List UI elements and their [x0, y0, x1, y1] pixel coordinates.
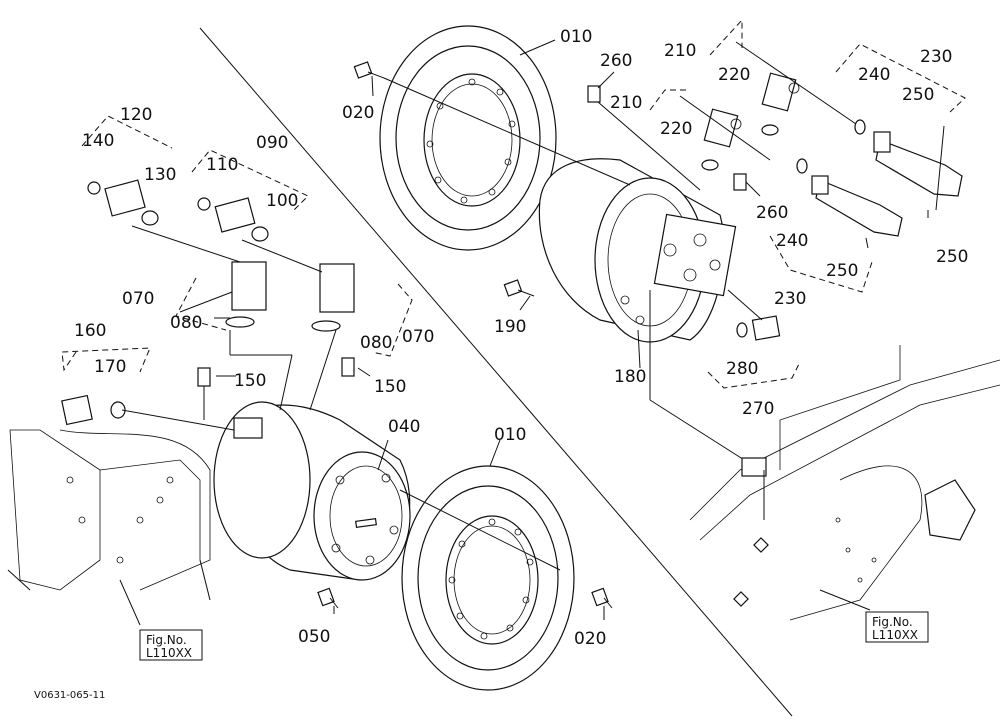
track-frame-left: [7, 429, 211, 591]
label-210-mid: 210: [610, 93, 642, 113]
label-010-lower: 010: [494, 425, 526, 445]
fitting-260b: [733, 173, 747, 191]
sprocket-010-upper: [379, 25, 557, 251]
leader-lines-upper: [371, 39, 945, 471]
bracket-210b: [709, 18, 743, 56]
section-divider: [199, 27, 793, 717]
label-260-upper: 260: [600, 51, 632, 71]
label-250-right: 250: [936, 247, 968, 267]
label-220-upper: 220: [718, 65, 750, 85]
bolt-050: [317, 587, 339, 609]
label-100: 100: [266, 191, 298, 211]
bracket-160: [61, 347, 151, 373]
bracket-090: [191, 149, 309, 211]
pipe-230a: [811, 175, 903, 237]
label-250-mid: 250: [826, 261, 858, 281]
label-050: 050: [298, 627, 330, 647]
sprocket-010-lower: [401, 465, 575, 691]
fig-ref-right-code: L110XX: [872, 628, 918, 642]
label-190: 190: [494, 317, 526, 337]
bracket-210a: [649, 89, 690, 111]
valve-070a: [225, 261, 267, 328]
o-ring-240b: [854, 119, 866, 135]
label-120: 120: [120, 105, 152, 125]
fig-ref-left-code: L110XX: [146, 646, 192, 660]
fig-ref-left-label: Fig.No.: [146, 633, 187, 647]
fig-ref-box-left: [139, 629, 203, 661]
fitting-260a: [587, 85, 601, 103]
track-frame-right: [689, 345, 1000, 621]
o-ring-220a: [701, 159, 719, 171]
bracket-070b: [371, 283, 413, 357]
label-020-lower: 020: [574, 629, 606, 649]
fitting-150b: [341, 357, 355, 377]
bracket-230b: [835, 43, 966, 113]
travel-motor-180: [538, 158, 737, 343]
label-090: 090: [256, 133, 288, 153]
bracket-270: [707, 361, 801, 389]
document-code: V0631-065-11: [34, 690, 105, 701]
label-020-upper: 020: [342, 103, 374, 123]
elbow-280: [736, 315, 781, 341]
fig-ref-box-right: [865, 611, 929, 643]
bracket-070a: [175, 277, 227, 331]
label-070-left: 070: [122, 289, 154, 309]
label-160: 160: [74, 321, 106, 341]
bolt-190: [503, 279, 535, 297]
label-140: 140: [82, 131, 114, 151]
label-230-upper: 230: [920, 47, 952, 67]
leader-lines-lower: [119, 225, 605, 626]
label-080-right: 080: [360, 333, 392, 353]
label-070-right: 070: [402, 327, 434, 347]
label-170: 170: [94, 357, 126, 377]
elbow-210a: [703, 108, 742, 148]
o-ring-240a: [796, 158, 808, 174]
label-150-left: 150: [234, 371, 266, 391]
travel-motor-040: [213, 401, 411, 581]
label-080-left: 080: [170, 313, 202, 333]
label-260-mid: 260: [756, 203, 788, 223]
bracket-230a: [769, 235, 873, 293]
label-010-upper: 010: [560, 27, 592, 47]
bolt-020-lower: [591, 587, 613, 609]
label-250-upper: 250: [902, 85, 934, 105]
fitting-150a: [197, 367, 211, 387]
label-230-mid: 230: [774, 289, 806, 309]
fitting-090: [197, 197, 269, 242]
bolt-020-upper: [353, 61, 385, 79]
label-280: 280: [726, 359, 758, 379]
pipe-230b: [873, 131, 963, 197]
label-130: 130: [144, 165, 176, 185]
elbow-210b: [761, 72, 800, 112]
label-150-right: 150: [374, 377, 406, 397]
valve-070b: [311, 263, 355, 332]
elbow-160: [61, 394, 126, 426]
label-040: 040: [388, 417, 420, 437]
label-220-mid: 220: [660, 119, 692, 139]
fitting-120: [87, 179, 159, 226]
label-240-mid: 240: [776, 231, 808, 251]
label-240-upper: 240: [858, 65, 890, 85]
label-210-upper: 210: [664, 41, 696, 61]
bracket-120: [81, 115, 173, 149]
label-180: 180: [614, 367, 646, 387]
o-ring-220b: [761, 124, 779, 136]
label-110: 110: [206, 155, 238, 175]
fig-ref-right-label: Fig.No.: [872, 615, 913, 629]
label-270: 270: [742, 399, 774, 419]
